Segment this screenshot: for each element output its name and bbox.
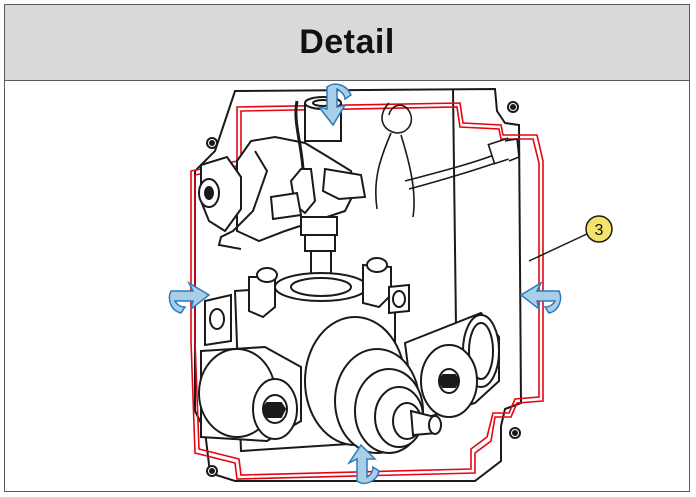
left-inlet xyxy=(198,345,302,443)
sensor-wires xyxy=(374,102,520,218)
detail-panel: Detail xyxy=(4,4,690,492)
rotation-arrow-left-icon xyxy=(168,281,211,314)
valve-illustration: 3 xyxy=(168,83,613,485)
callout-number: 3 xyxy=(595,222,604,239)
rotation-arrow-right-icon xyxy=(519,281,562,314)
rotation-arrows xyxy=(168,83,562,485)
callout-leader xyxy=(528,232,590,262)
rotation-arrow-top-icon xyxy=(317,83,352,127)
thermostat-cartridge xyxy=(304,316,442,454)
callout-bubble xyxy=(585,215,613,243)
rotation-arrow-bottom-icon xyxy=(346,443,380,485)
right-inlet xyxy=(403,311,500,423)
upper-valve xyxy=(198,96,367,282)
page-title: Detail xyxy=(299,23,395,61)
title-bar: Detail xyxy=(5,5,689,81)
